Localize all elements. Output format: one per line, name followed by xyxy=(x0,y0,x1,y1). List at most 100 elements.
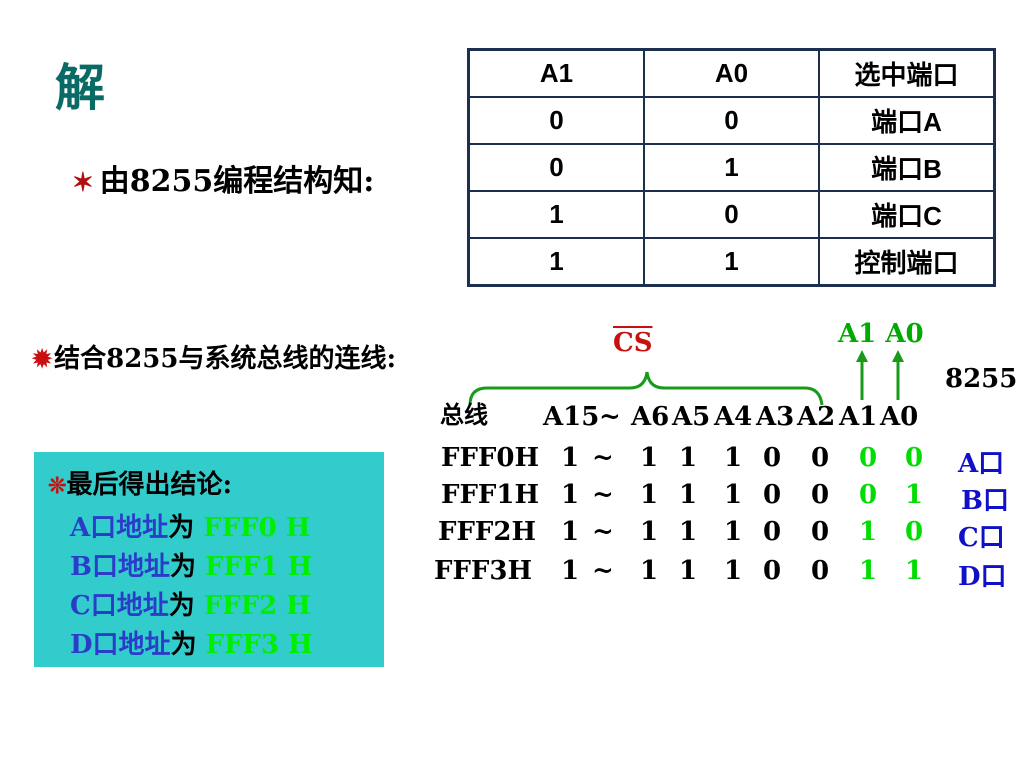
row-bit: 0 xyxy=(811,517,830,547)
table-row: 0 1 端口B xyxy=(467,143,996,192)
row-a1-bit: 0 xyxy=(859,443,878,473)
row-a0-bit: 0 xyxy=(905,517,924,547)
table-header-row: A1 A0 选中端口 xyxy=(467,48,996,98)
header-a5: A5 xyxy=(672,402,711,432)
row-bit: 0 xyxy=(763,556,782,586)
row-bit: 0 xyxy=(763,517,782,547)
table-cell: 0 xyxy=(467,96,645,145)
table-cell: 1 xyxy=(467,237,645,287)
address-value: FFF1 H xyxy=(205,552,313,582)
row-bit: 1 xyxy=(724,517,743,547)
table-cell: 端口B xyxy=(818,143,996,192)
conclusion-item: D口地址为 FFF3 H xyxy=(70,624,313,661)
row-a0-bit: 1 xyxy=(905,556,924,586)
conclusion-item: B口地址为 FFF1 H xyxy=(70,546,312,583)
row-bit: 1 xyxy=(640,556,659,586)
a0-arrow-head xyxy=(892,350,904,362)
conclusion-word: 为 xyxy=(169,552,196,582)
table-header-cell: 选中端口 xyxy=(818,48,996,98)
row-port: C口 xyxy=(958,523,1005,553)
port-selection-table: A1 A0 选中端口 0 0 端口A 0 1 端口B 1 0 端口C 1 1 控… xyxy=(467,48,996,287)
a1-arrow-head xyxy=(856,350,868,362)
conclusion-item: A口地址为 FFF0 H xyxy=(70,507,310,544)
row-bit: 1 xyxy=(561,517,580,547)
table-cell: 0 xyxy=(643,96,820,145)
header-a0: A0 xyxy=(880,402,919,432)
conclusion-heading: ❊最后得出结论: xyxy=(48,464,232,501)
row-tilde: ~ xyxy=(592,517,614,547)
intro-text: 由8255编程结构知: xyxy=(99,164,375,199)
chip-label: 8255 xyxy=(945,364,1018,394)
conclusion-item: C口地址为 FFF2 H xyxy=(70,585,311,622)
row-bit: 1 xyxy=(679,517,698,547)
table-row: 0 0 端口A xyxy=(467,96,996,145)
table-cell: 控制端口 xyxy=(818,237,996,287)
row-bit: 1 xyxy=(561,480,580,510)
table-header-cell: A1 xyxy=(467,48,645,98)
star-icon: ✶ xyxy=(72,168,94,198)
header-a4: A4 xyxy=(714,402,753,432)
header-a15: A15 xyxy=(543,402,600,432)
row-a0-bit: 1 xyxy=(905,480,924,510)
sun-icon: ✹ xyxy=(32,344,53,373)
conclusion-word: 为 xyxy=(168,591,195,621)
snowflake-icon: ❊ xyxy=(48,473,67,499)
cs-label: CS xyxy=(613,328,653,358)
table-cell: 端口A xyxy=(818,96,996,145)
header-a3: A3 xyxy=(756,402,795,432)
row-tilde: ~ xyxy=(592,556,614,586)
row-bit: 0 xyxy=(763,443,782,473)
a1a0-label: A1 A0 xyxy=(838,319,924,349)
bus-label: 总线 xyxy=(440,400,488,429)
row-port: B口 xyxy=(961,486,1009,516)
row-address: FFF2H xyxy=(438,517,537,547)
row-address: FFF1H xyxy=(441,480,540,510)
row-bit: 1 xyxy=(640,517,659,547)
header-a1: A1 xyxy=(839,402,878,432)
conclusion-word: 为 xyxy=(170,630,197,660)
row-bit: 0 xyxy=(811,556,830,586)
wiring-text: 结合8255与系统总线的连线: xyxy=(54,344,397,374)
table-row: 1 0 端口C xyxy=(467,190,996,239)
address-value: FFF3 H xyxy=(205,630,313,660)
conclusion-word: 为 xyxy=(168,513,195,543)
table-header-cell: A0 xyxy=(643,48,820,98)
row-port: D口 xyxy=(958,562,1007,592)
wiring-bullet: ✹结合8255与系统总线的连线: xyxy=(32,338,396,375)
intro-bullet: ✶由8255编程结构知: xyxy=(72,156,374,200)
conclusion-heading-text: 最后得出结论: xyxy=(66,470,233,500)
table-cell: 1 xyxy=(643,237,820,287)
row-bit: 1 xyxy=(561,556,580,586)
row-a0-bit: 0 xyxy=(905,443,924,473)
port-address-label: A口地址 xyxy=(70,513,169,543)
row-address: FFF0H xyxy=(441,443,540,473)
table-cell: 端口C xyxy=(818,190,996,239)
port-address-label: D口地址 xyxy=(70,630,171,660)
row-bit: 1 xyxy=(679,556,698,586)
table-cell: 0 xyxy=(467,143,645,192)
table-cell: 1 xyxy=(467,190,645,239)
port-address-label: B口地址 xyxy=(70,552,170,582)
address-value: FFF0 H xyxy=(203,513,311,543)
row-bit: 1 xyxy=(561,443,580,473)
cs-brace xyxy=(468,371,824,406)
header-tilde: ~ xyxy=(599,402,621,432)
row-bit: 0 xyxy=(811,443,830,473)
port-address-label: C口地址 xyxy=(70,591,169,621)
row-bit: 1 xyxy=(640,443,659,473)
row-bit: 1 xyxy=(724,480,743,510)
table-row: 1 1 控制端口 xyxy=(467,237,996,287)
table-cell: 0 xyxy=(643,190,820,239)
conclusion-box: ❊最后得出结论: A口地址为 FFF0 H B口地址为 FFF1 H C口地址为… xyxy=(34,452,384,667)
row-bit: 1 xyxy=(640,480,659,510)
row-a1-bit: 1 xyxy=(859,517,878,547)
row-bit: 1 xyxy=(679,443,698,473)
row-bit: 0 xyxy=(811,480,830,510)
table-cell: 1 xyxy=(643,143,820,192)
row-tilde: ~ xyxy=(592,443,614,473)
row-bit: 1 xyxy=(724,443,743,473)
row-address: FFF3H xyxy=(434,556,533,586)
row-port: A口 xyxy=(958,449,1005,479)
header-a2: A2 xyxy=(797,402,836,432)
